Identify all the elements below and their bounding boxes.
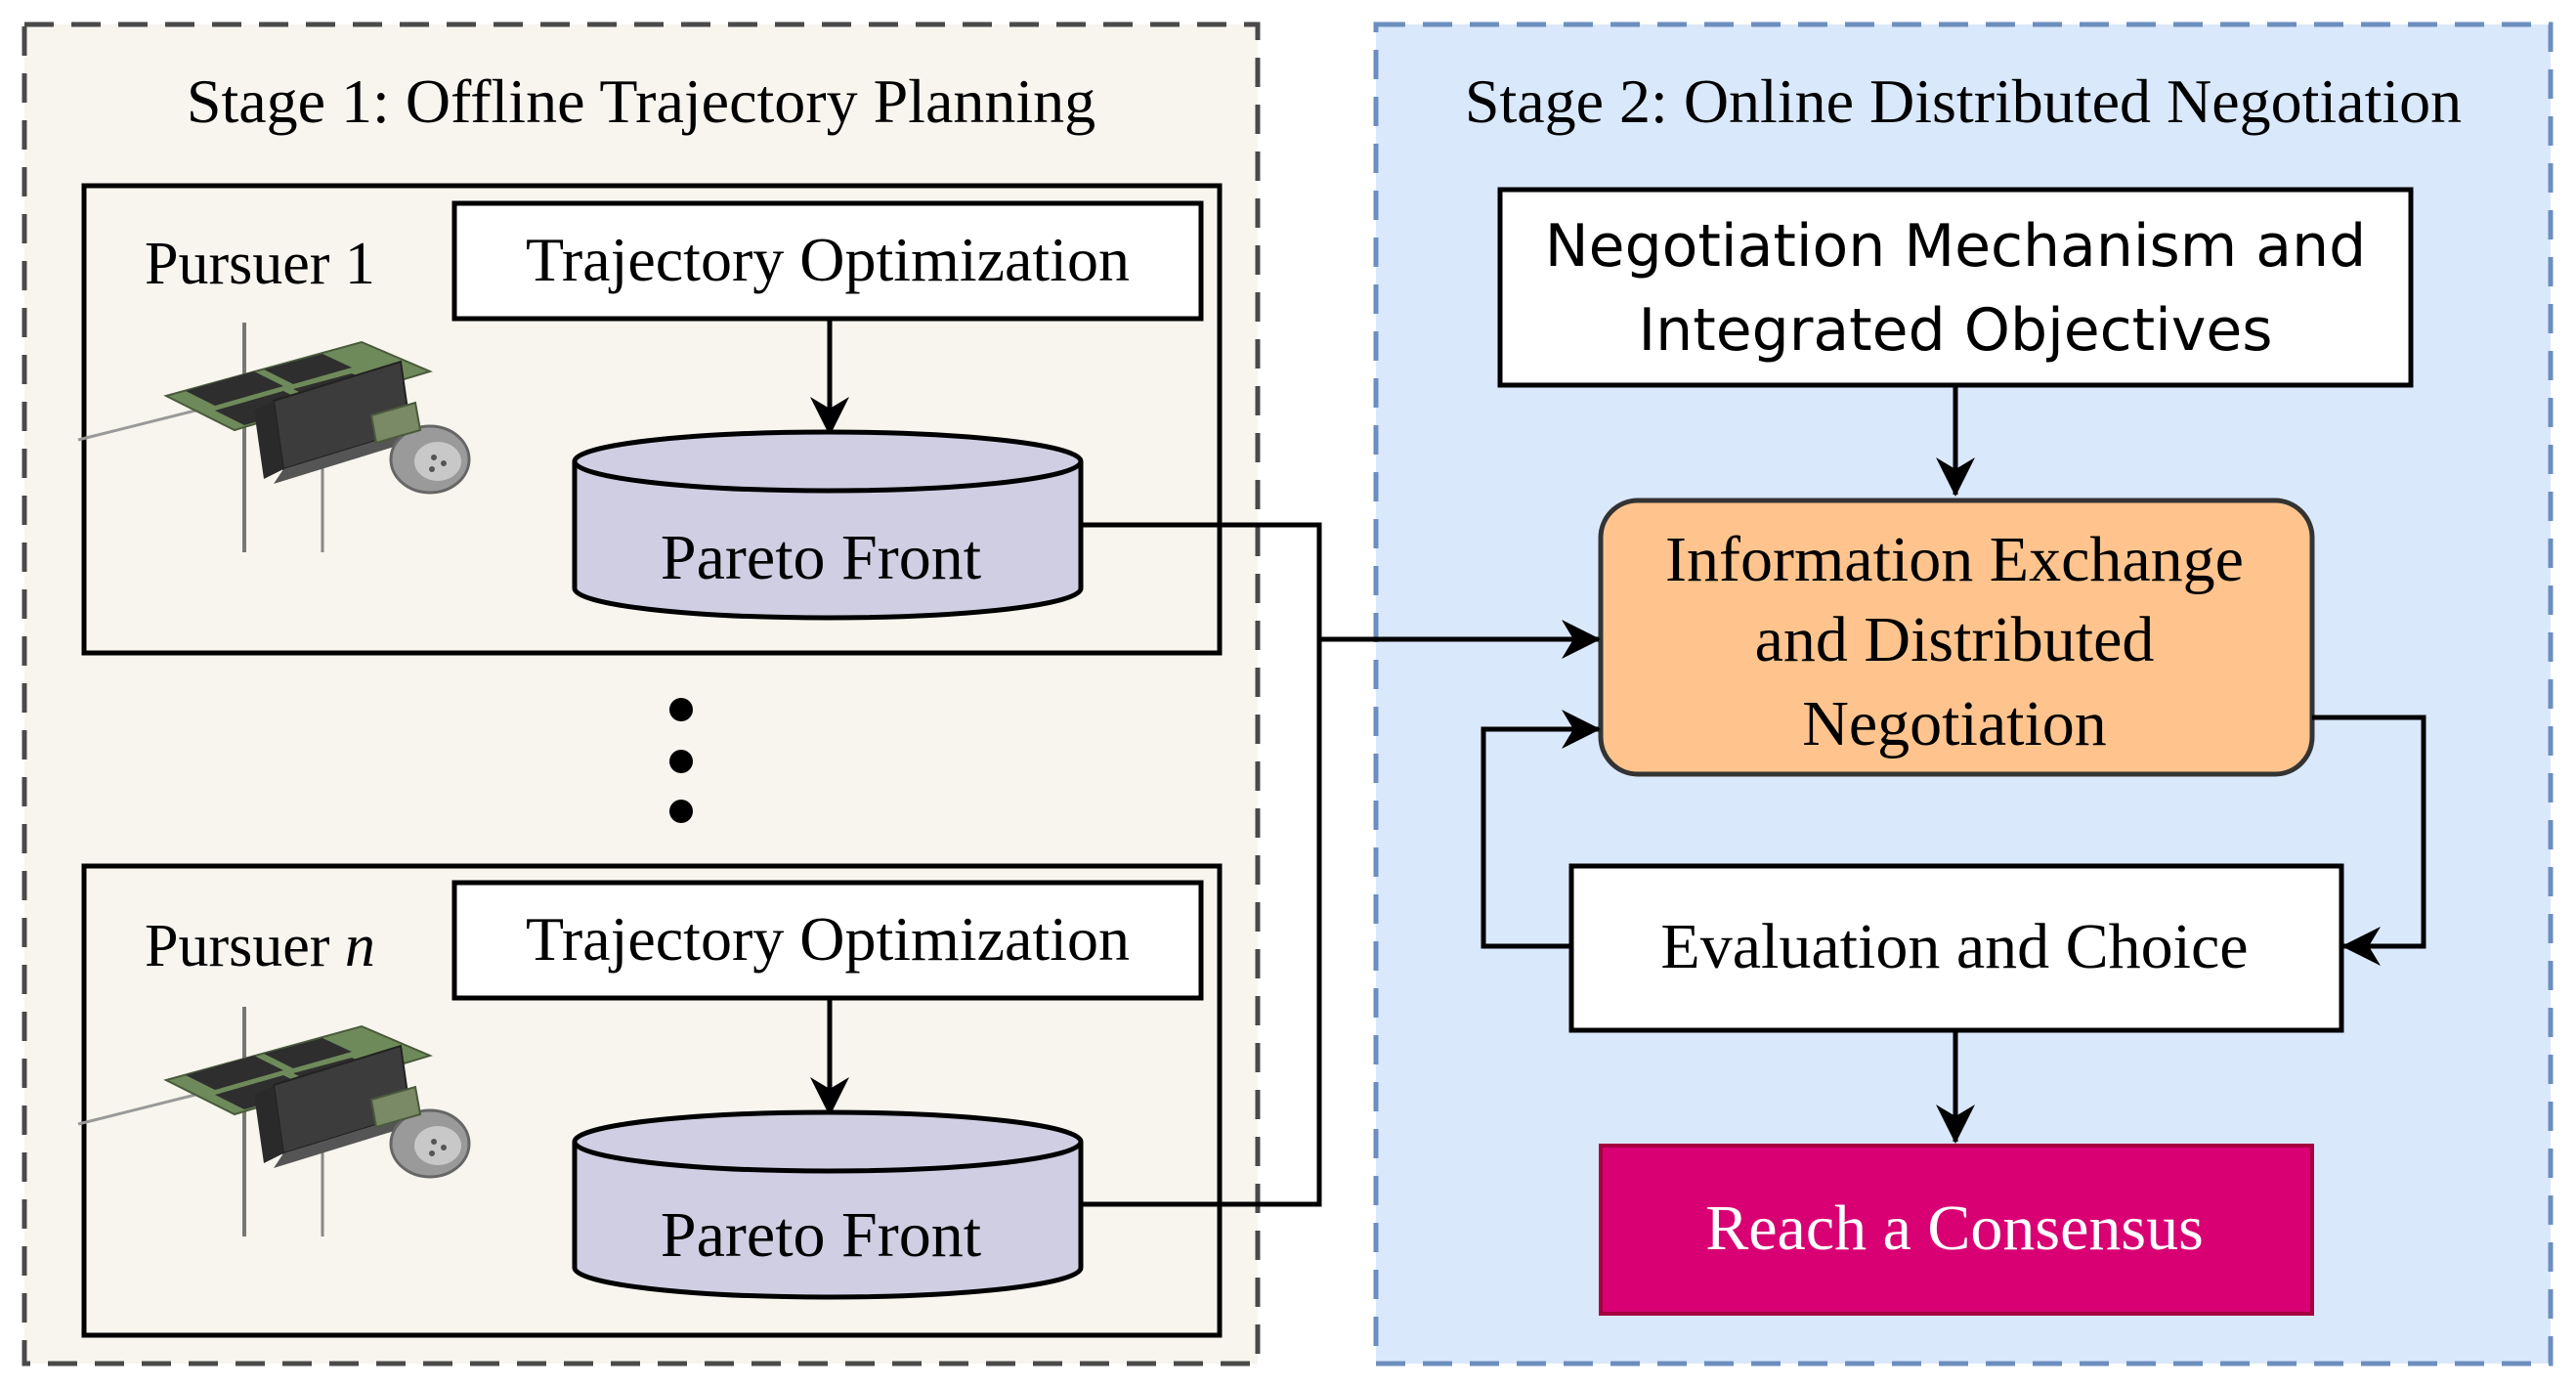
pareto-front-label-1: Pareto Front [661,522,981,593]
arrow-evaluation-to-exchange [1481,710,1601,949]
pursuer-1-group: Pursuer 1 [77,183,1223,656]
pursuer-1-box [81,183,1223,656]
pareto-front-label-n: Pareto Front [661,1199,981,1271]
pursuer-n-group: Pursuer n [77,863,1223,1338]
pursuer-n-box [81,863,1223,1338]
stage1-title: Stage 1: Offline Trajectory Planning [187,66,1095,136]
evaluation-choice-box [1568,863,2344,1033]
satellite-icon [77,1007,471,1236]
pareto-to-exchange-connectors [1081,522,1601,1207]
pursuer-1-label: Pursuer 1 [145,231,375,297]
consensus-label: Reach a Consensus [1705,1193,2204,1264]
negotiation-mechanism-box [1497,187,2414,388]
trajectory-optimization-label-1: Trajectory Optimization [526,225,1130,294]
stage1-panel: Stage 1: Offline Trajectory Planning Pur… [21,22,1261,1366]
connector-pareto-1 [1081,522,1322,639]
connector-pareto-n [1081,639,1322,1207]
pursuer-n-label: Pursuer n [145,913,375,979]
consensus-box [1599,1144,2314,1316]
negotiation-mechanism-line-2: Integrated Objectives [1638,296,2272,365]
more-pursuers-ellipsis [669,698,693,823]
stage2-panel: Stage 2: Online Distributed Negotiation … [1373,22,2554,1366]
pareto-front-cylinder-1 [572,429,1084,621]
evaluation-choice-label: Evaluation and Choice [1660,911,2248,982]
information-exchange-line-2: and Distributed [1755,604,2155,675]
pareto-front-cylinder-n [572,1109,1084,1300]
information-exchange-line-1: Information Exchange [1665,524,2244,595]
trajectory-optimization-label-n: Trajectory Optimization [526,904,1130,974]
satellite-icon [77,323,471,552]
stage2-title: Stage 2: Online Distributed Negotiation [1465,66,2462,136]
arrow-exchange-to-evaluation [2312,715,2426,966]
information-exchange-line-3: Negotiation [1802,688,2107,759]
trajectory-optimization-box-1 [451,200,1204,322]
negotiation-mechanism-line-1: Negotiation Mechanism and [1545,212,2366,281]
information-exchange-box [1598,498,2315,777]
